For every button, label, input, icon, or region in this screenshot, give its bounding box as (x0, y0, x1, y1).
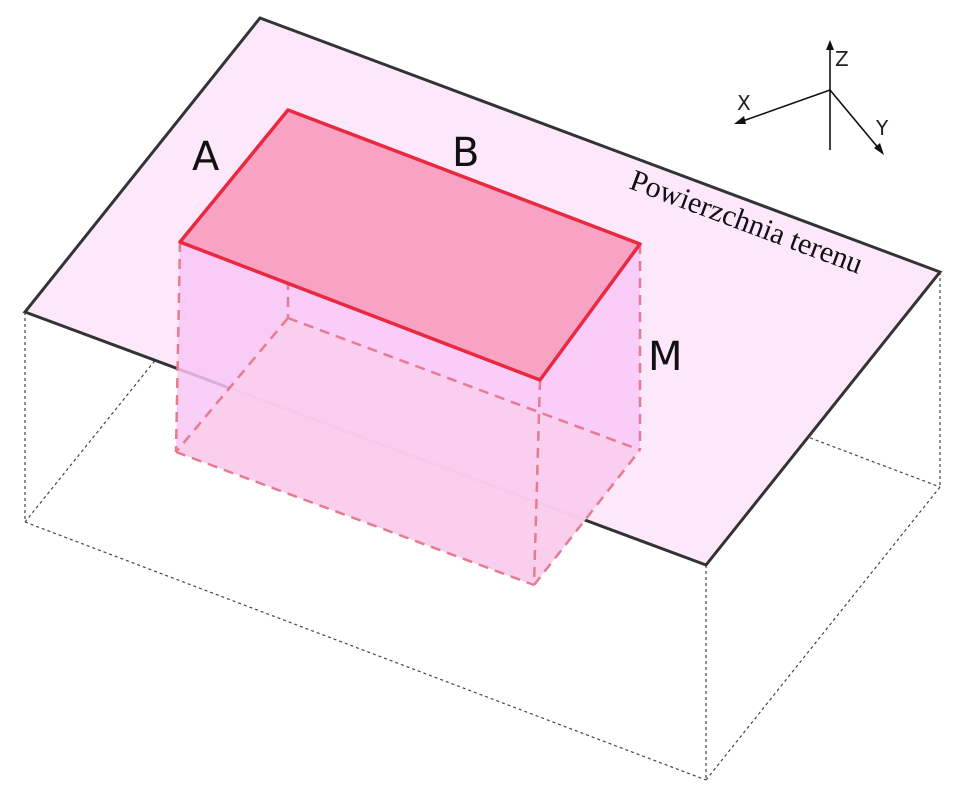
label-m: M (648, 334, 683, 380)
axis-label-x: X (737, 91, 751, 115)
label-a: A (192, 134, 220, 180)
pit-hidden-edges (174, 110, 642, 587)
excavation-pit (174, 108, 642, 587)
axis-label-y: Y (875, 116, 889, 140)
pit-right-wall (534, 244, 640, 585)
pit-top-face (178, 108, 642, 382)
axes-indicator (734, 40, 884, 155)
axis-label-z: Z (835, 47, 849, 71)
pit-front-wall (176, 242, 540, 585)
label-b: B (452, 130, 479, 176)
